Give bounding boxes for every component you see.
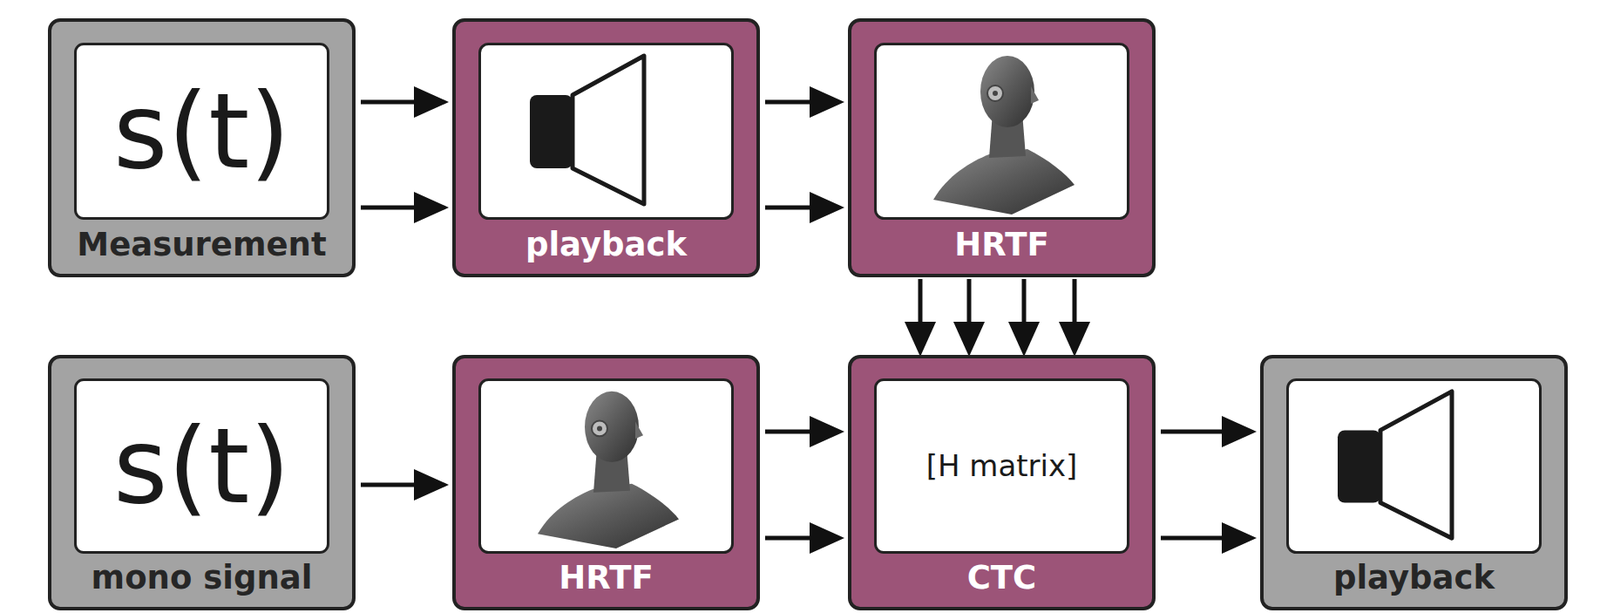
process-box: s(t) mono signal <box>47 354 356 611</box>
head-figure <box>874 42 1130 220</box>
signal-arrow <box>360 482 432 488</box>
speaker-symbol <box>478 42 734 220</box>
head-figure <box>478 378 734 554</box>
signal-panel: [H matrix] <box>874 378 1130 554</box>
box-label: mono signal <box>91 552 313 604</box>
figure-use <box>1288 379 1541 552</box>
panel-text: s(t) <box>113 406 291 527</box>
box-label: playback <box>1333 552 1495 604</box>
figure-use <box>480 379 733 552</box>
signal-arrow <box>967 278 972 339</box>
signal-arrow <box>1072 278 1078 339</box>
signal-arrow <box>918 278 923 339</box>
signal-arrow <box>765 100 828 105</box>
signal-arrow <box>360 205 432 211</box>
process-box: HRTF <box>847 18 1156 278</box>
box-label: HRTF <box>558 552 653 604</box>
signal-arrow <box>1022 278 1027 339</box>
signal-arrow <box>765 535 828 541</box>
signal-arrow <box>1160 429 1240 434</box>
signal-panel: s(t) <box>74 378 330 554</box>
speaker-symbol <box>1286 378 1542 554</box>
signal-arrow <box>360 100 432 105</box>
panel-text: s(t) <box>113 71 291 192</box>
signal-arrow <box>765 205 828 211</box>
signal-panel: s(t) <box>74 42 330 220</box>
box-label: Measurement <box>76 219 326 271</box>
process-box: [H matrix] CTC <box>847 354 1156 611</box>
signal-arrow <box>1160 535 1240 541</box>
panel-text: [H matrix] <box>926 448 1078 483</box>
box-label: playback <box>525 219 687 271</box>
signal-arrow <box>765 429 828 434</box>
box-label: CTC <box>967 552 1038 604</box>
process-box: playback <box>452 18 760 278</box>
process-box: s(t) Measurement <box>47 18 356 278</box>
figure-use <box>480 44 733 219</box>
figure-use <box>875 44 1129 219</box>
process-box: playback <box>1260 354 1568 611</box>
process-box: HRTF <box>452 354 760 611</box>
box-label: HRTF <box>954 219 1049 271</box>
